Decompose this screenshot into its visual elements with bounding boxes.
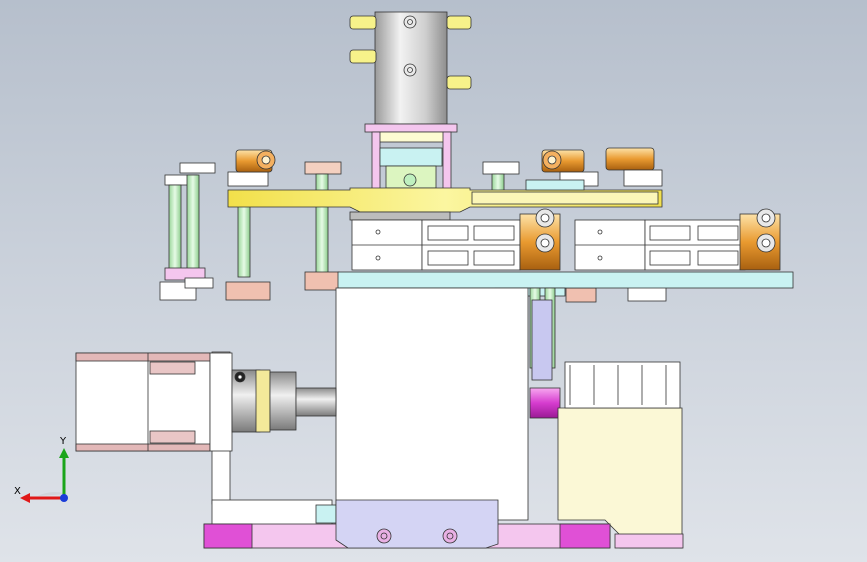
valve-block-left (351, 219, 521, 271)
valve-block-right (574, 219, 746, 271)
y-axis-label: Y (60, 436, 67, 447)
right-feeder (529, 361, 684, 549)
right-pick-heads (482, 147, 667, 303)
x-axis-label: X (14, 486, 21, 497)
top-cylinder (349, 11, 472, 191)
base-rails (203, 499, 611, 549)
yellow-plate (227, 179, 663, 221)
orientation-triad: Y X (10, 436, 80, 510)
valve-fittings (519, 208, 781, 271)
cyan-plate (337, 271, 794, 289)
left-pick-heads (159, 149, 342, 301)
stepper-motor (75, 352, 337, 452)
axis-triad-icon (20, 448, 69, 503)
